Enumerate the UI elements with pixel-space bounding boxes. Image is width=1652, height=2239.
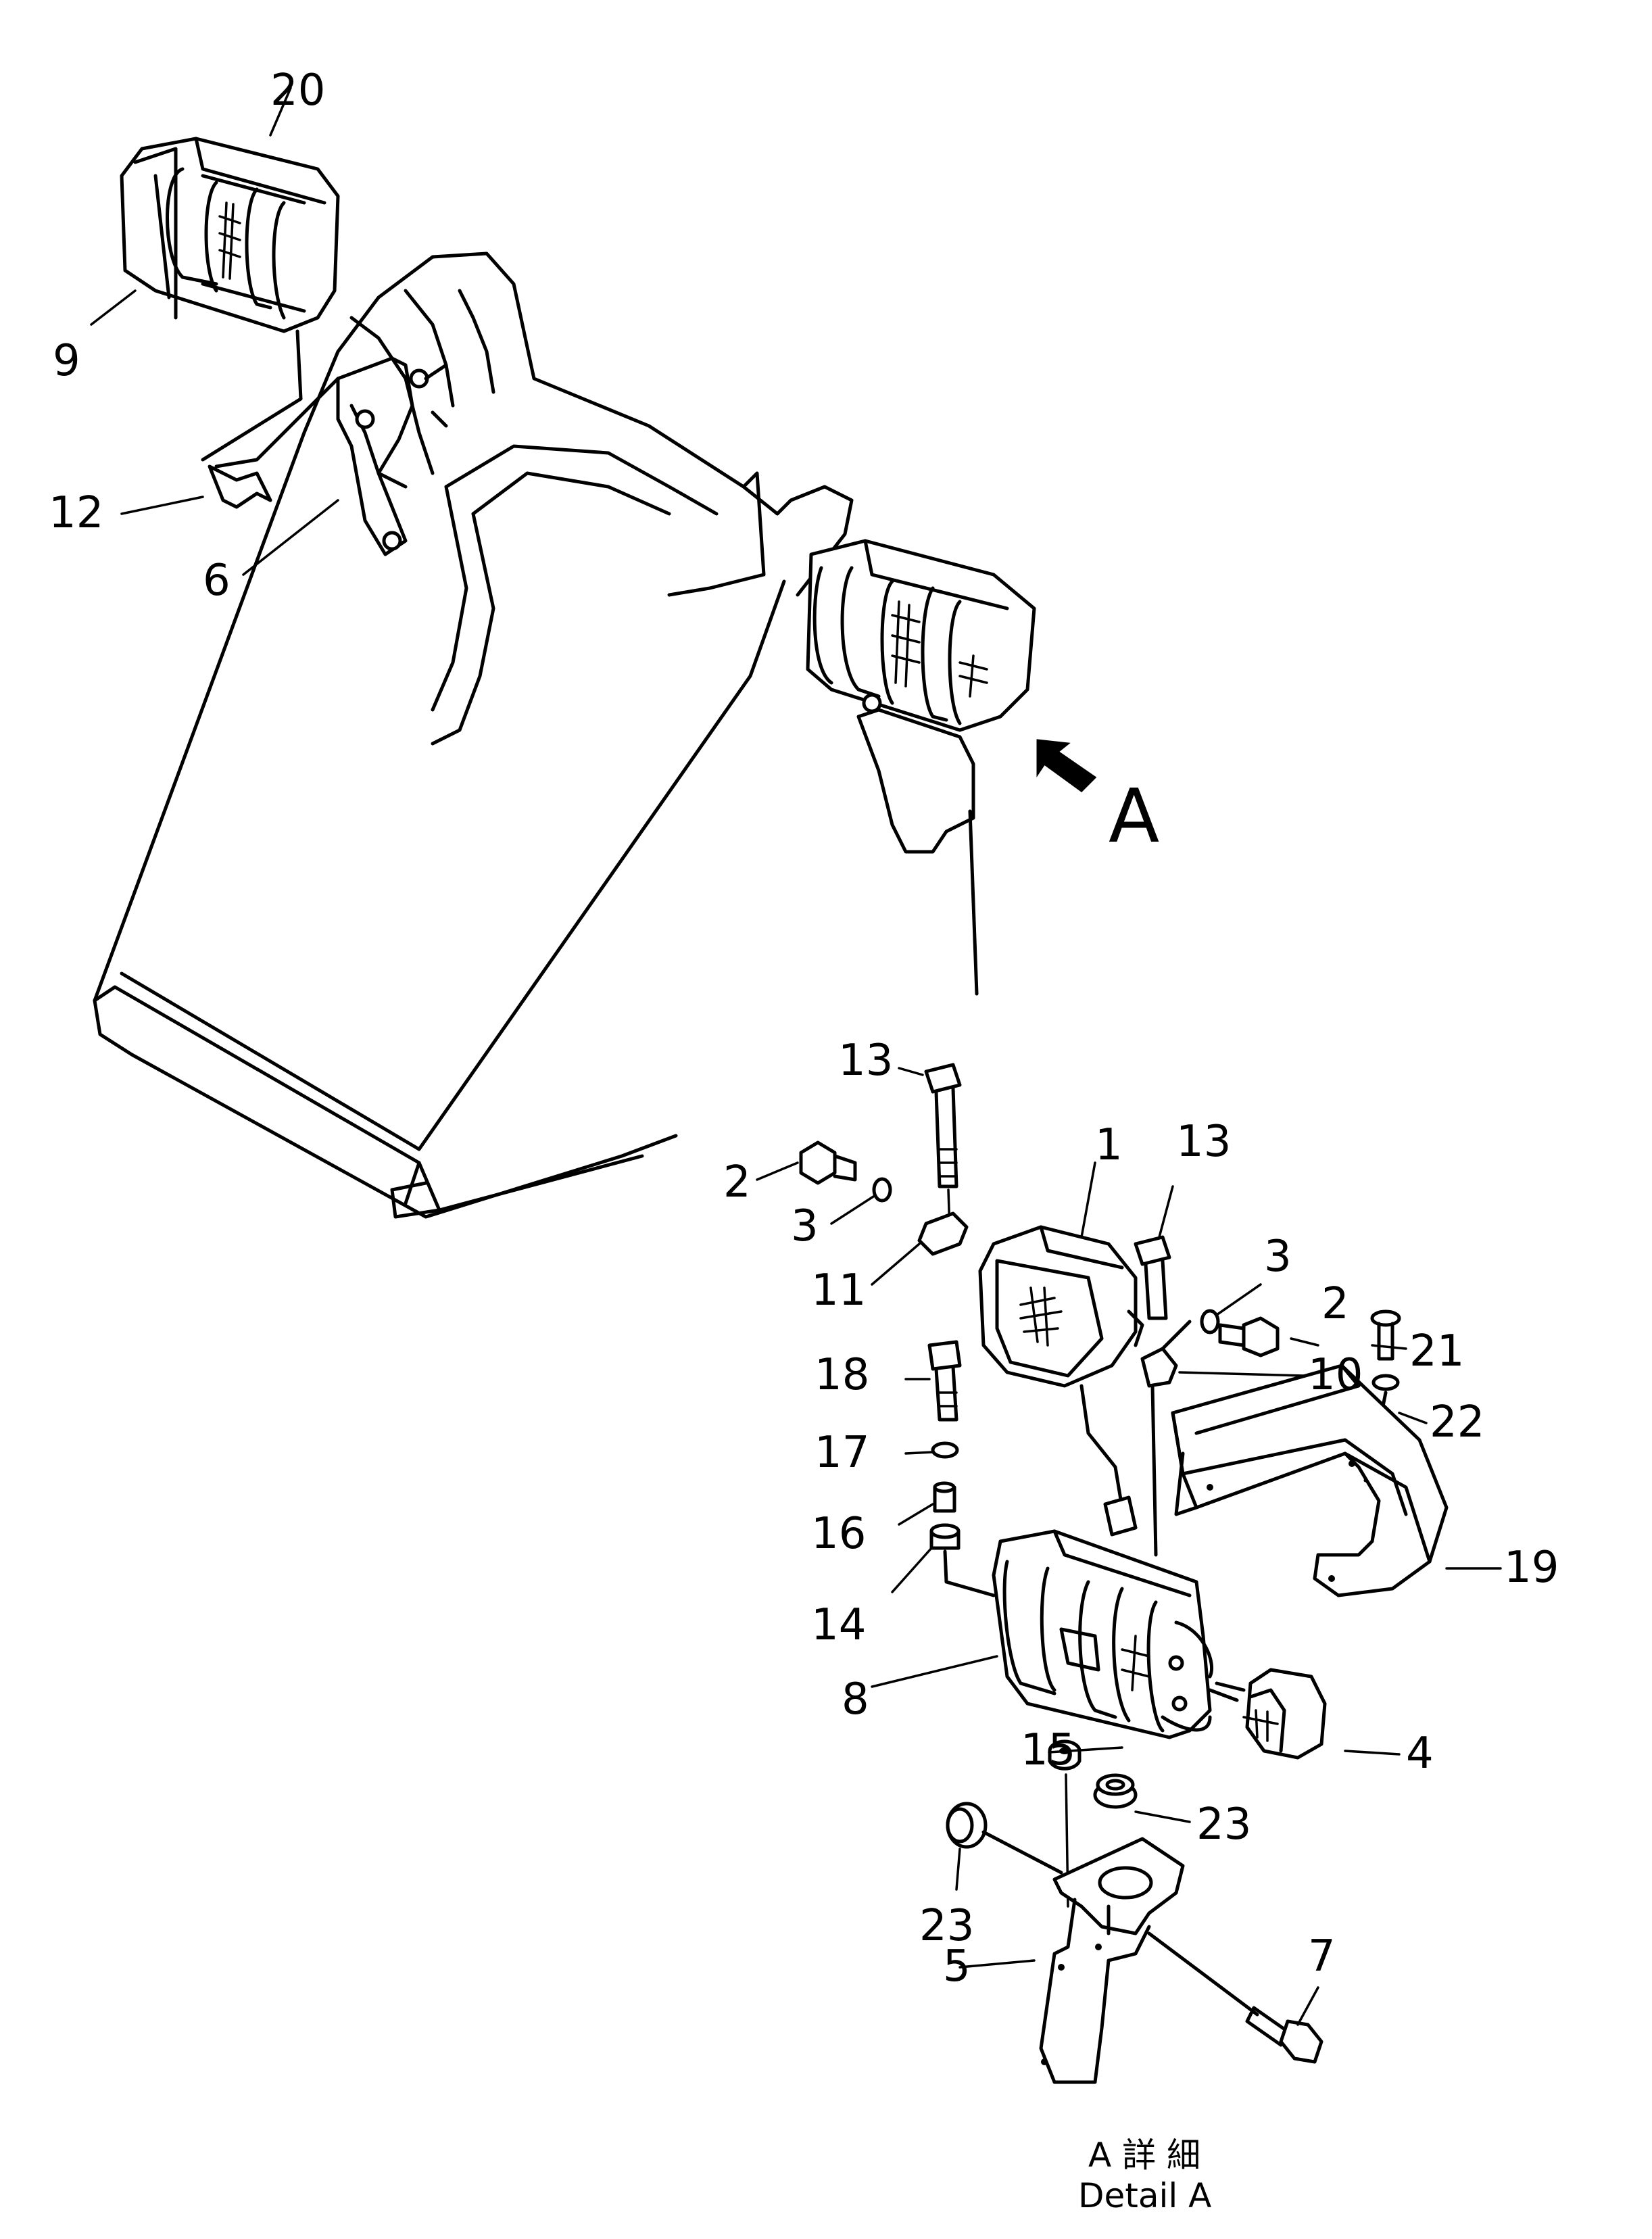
bolt-18	[927, 1340, 962, 1422]
collar-16	[933, 1481, 956, 1513]
label-9: 9	[53, 336, 80, 386]
washer-17	[931, 1441, 959, 1459]
cover-19	[1171, 1364, 1449, 1597]
screw-21	[1370, 1309, 1401, 1361]
washer-3-right	[1200, 1309, 1220, 1334]
view-marker: A	[1109, 773, 1159, 859]
label-8: 8	[842, 1675, 869, 1725]
label-23-right: 23	[1196, 1800, 1251, 1850]
right-lamp-assembly	[806, 539, 1036, 996]
work-lamp-1	[978, 1225, 1144, 1537]
bolt-13-right	[1134, 1235, 1171, 1320]
label-4: 4	[1406, 1729, 1434, 1779]
label-3-left: 3	[791, 1201, 819, 1251]
label-13-right: 13	[1176, 1117, 1231, 1167]
label-23-left: 23	[919, 1901, 974, 1951]
clip	[208, 464, 272, 509]
caption-line1: A 詳 細	[1088, 2136, 1200, 2175]
label-3-right: 3	[1264, 1232, 1292, 1282]
bracket-11	[917, 1211, 969, 1256]
guard-8	[992, 1529, 1214, 1739]
bolt-13-left	[924, 1063, 962, 1232]
label-10: 10	[1308, 1350, 1363, 1400]
bracket-10	[1140, 1347, 1178, 1388]
washer-22	[1371, 1374, 1400, 1391]
boom-frame	[93, 251, 854, 1219]
cushion-23-left	[946, 1802, 1063, 1875]
label-21: 21	[1409, 1326, 1464, 1376]
label-14: 14	[811, 1600, 866, 1650]
left-lamp-assembly	[120, 137, 340, 462]
label-2-left: 2	[723, 1157, 751, 1207]
label-18: 18	[815, 1350, 869, 1400]
label-5: 5	[943, 1942, 971, 1992]
label-2-right: 2	[1321, 1279, 1349, 1329]
bracket-5	[1039, 1837, 1185, 2084]
label-16: 16	[811, 1509, 866, 1559]
caption-line2: Detail A	[1078, 2176, 1211, 2215]
lamp-4	[1208, 1668, 1327, 1760]
label-22: 22	[1430, 1397, 1484, 1447]
cushion-15	[1048, 1739, 1082, 1771]
label-12: 12	[49, 488, 103, 538]
label-15: 15	[1021, 1725, 1075, 1775]
label-7: 7	[1308, 1931, 1336, 1981]
left-bracket	[336, 356, 448, 556]
label-20: 20	[270, 66, 325, 116]
label-11: 11	[811, 1266, 866, 1316]
label-17: 17	[815, 1428, 869, 1478]
view-arrow	[1036, 739, 1097, 792]
cushion-23-right	[1093, 1773, 1138, 1809]
bolt-2-right	[1218, 1316, 1280, 1357]
label-13-left: 13	[838, 1036, 893, 1086]
label-1: 1	[1095, 1120, 1123, 1170]
bolt-2-left	[799, 1140, 857, 1185]
part-labels: 20 9 12 6 13 2 3 11 1 13 3 2 21 10 22 19…	[49, 66, 1559, 1992]
washer-3-left	[872, 1177, 892, 1203]
grommet-14	[929, 1523, 961, 1550]
bolt-7	[1147, 1931, 1323, 2064]
label-6: 6	[203, 556, 230, 606]
label-19: 19	[1504, 1543, 1559, 1593]
leader-lines	[90, 87, 1502, 2026]
